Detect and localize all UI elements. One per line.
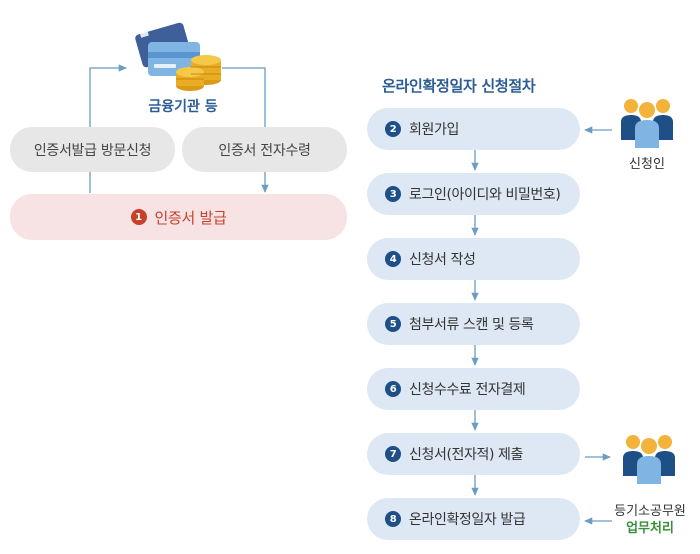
step-label: 신청서 작성	[409, 252, 476, 268]
visit-apply-pill: 인증서발급 방문신청	[10, 127, 175, 172]
step-number-badge: 6	[385, 381, 401, 397]
electronic-receive-pill: 인증서 전자수령	[182, 127, 347, 172]
people-group-icon	[621, 99, 673, 148]
step-number-badge: 4	[385, 251, 401, 267]
step-number-badge: 3	[385, 186, 401, 202]
electronic-receive-label: 인증서 전자수령	[218, 142, 311, 159]
applicant-label: 신청인	[629, 157, 665, 172]
official-label: 등기소공무원	[614, 504, 686, 519]
step-number-badge: 8	[385, 511, 401, 527]
card-coins-icon	[135, 22, 221, 91]
step-3: 3 로그인(아이디와 비밀번호)	[367, 173, 580, 215]
issue-label: 인증서 발급	[154, 208, 227, 227]
visit-apply-label: 인증서발급 방문신청	[33, 142, 152, 159]
step-label: 신청수수료 전자결제	[409, 382, 526, 398]
step-5: 5 첨부서류 스캔 및 등록	[367, 303, 580, 345]
people-group-icon	[623, 435, 675, 484]
step-8: 8 온라인확정일자 발급	[367, 498, 580, 540]
step-number-badge: 7	[385, 446, 401, 462]
step-6: 6 신청수수료 전자결제	[367, 368, 580, 410]
step-label: 첨부서류 스캔 및 등록	[409, 317, 534, 333]
institution-label: 금융기관 등	[148, 99, 218, 115]
step-2: 2 회원가입	[367, 108, 580, 150]
step-number-badge: 2	[385, 121, 401, 137]
step-label: 온라인확정일자 발급	[409, 512, 526, 528]
step-number-badge: 5	[385, 316, 401, 332]
procedure-title: 온라인확정일자 신청절차	[382, 77, 536, 95]
official-sub-label: 업무처리	[626, 521, 674, 536]
issue-pill: 1 인증서 발급	[10, 194, 347, 240]
step-4: 4 신청서 작성	[367, 238, 580, 280]
issue-number-badge: 1	[130, 209, 147, 225]
step-label: 로그인(아이디와 비밀번호)	[409, 187, 561, 203]
step-7: 7 신청서(전자적) 제출	[367, 433, 580, 475]
step-label: 회원가입	[409, 122, 459, 138]
step-label: 신청서(전자적) 제출	[409, 447, 524, 463]
